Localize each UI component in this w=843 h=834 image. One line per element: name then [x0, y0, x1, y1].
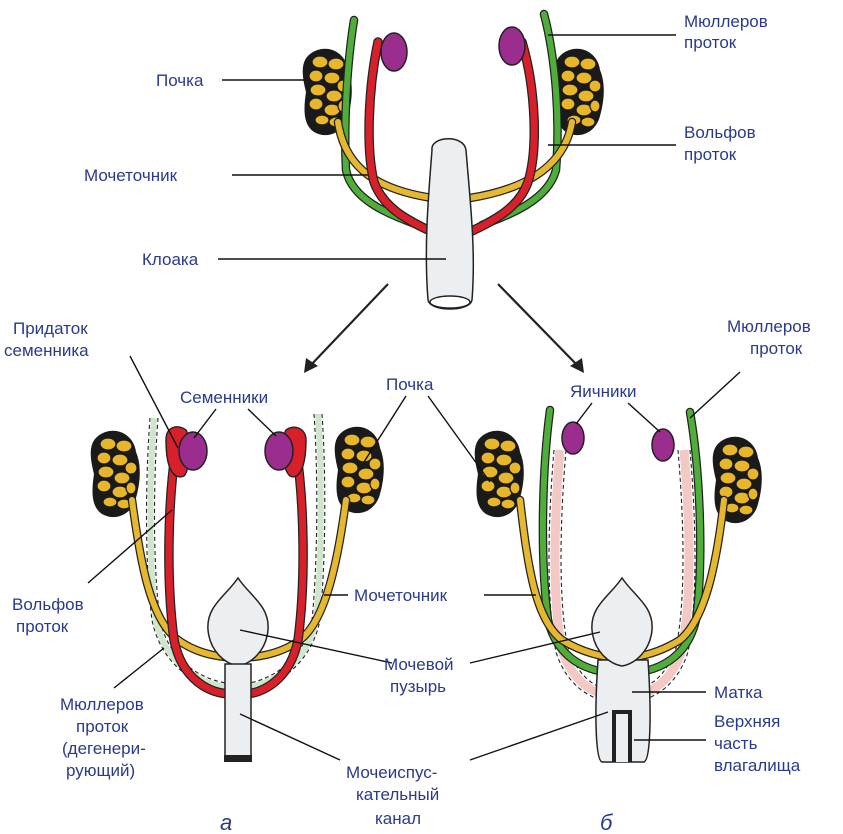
- male-testes-leader-left: [194, 409, 216, 438]
- shared-urethra-leader-female: [470, 712, 608, 760]
- shared-kidney-leader-male: [364, 396, 406, 462]
- male-muller-label-1: Мюллеров: [60, 695, 144, 714]
- male-muller-label-4: рующий): [66, 761, 135, 780]
- female-vagina-label-1: Верхняя: [714, 712, 780, 731]
- shared-urethra-label-3: канал: [375, 809, 421, 828]
- male-testes-leader-right: [248, 409, 276, 436]
- female-stage: [475, 372, 762, 762]
- female-bladder-icon: [592, 578, 652, 666]
- female-vagina-label-2: часть: [714, 734, 758, 753]
- male-muller-label-2: проток: [76, 717, 129, 736]
- female-ovary-right-icon: [652, 429, 674, 461]
- top-gonad-left-icon: [381, 33, 407, 71]
- top-cloaca-label: Клоака: [142, 250, 199, 269]
- male-testis-right-icon: [265, 432, 293, 470]
- top-kidney-right-icon: [555, 49, 604, 135]
- female-uterus-vagina-icon: [596, 660, 650, 762]
- female-muller-label-2: проток: [750, 339, 803, 358]
- male-epididymis-label-2: семенника: [4, 341, 89, 360]
- male-wolff-label-1: Вольфов: [12, 595, 84, 614]
- male-testes-label: Семенники: [180, 388, 268, 407]
- shared-ureter-label: Мочеточник: [354, 586, 448, 605]
- shared-kidney-label: Почка: [386, 375, 434, 394]
- male-epididymis-label-1: Придаток: [13, 319, 88, 338]
- male-muller-leader: [114, 648, 164, 688]
- male-testis-left-icon: [179, 432, 207, 470]
- top-kidney-label: Почка: [156, 71, 204, 90]
- top-indifferent-stage: [218, 14, 676, 309]
- top-muller-label-2: проток: [684, 33, 737, 52]
- top-wolff-label-1: Вольфов: [684, 123, 756, 142]
- cloaca-icon: [426, 139, 473, 309]
- female-ovaries-leader-right: [628, 403, 660, 432]
- male-muller-label-3: (дегенери-: [62, 739, 146, 758]
- arrow-to-female: [498, 284, 578, 366]
- female-vagina-label-3: влагалища: [714, 756, 801, 775]
- female-muller-leader: [690, 372, 740, 418]
- female-uterus-label: Матка: [714, 683, 763, 702]
- arrow-to-male: [310, 284, 388, 366]
- shared-urethra-leader-male: [240, 714, 340, 760]
- shared-urethra-label-1: Мочеиспус-: [346, 763, 437, 782]
- male-panel-letter: а: [220, 810, 232, 834]
- top-wolff-label-2: проток: [684, 145, 737, 164]
- female-ovaries-label: Яичники: [570, 382, 636, 401]
- male-wolff-label-2: проток: [16, 617, 69, 636]
- top-ureter-label: Мочеточник: [84, 166, 178, 185]
- female-ovaries-leader-left: [576, 403, 592, 424]
- shared-urethra-label-2: кательный: [356, 785, 439, 804]
- top-gonad-right-icon: [499, 27, 525, 65]
- male-wolff-leader: [88, 510, 172, 583]
- shared-bladder-label-1: Мочевой: [384, 655, 454, 674]
- shared-bladder-label-2: пузырь: [390, 677, 446, 696]
- top-muller-label-1: Мюллеров: [684, 12, 768, 31]
- female-panel-letter: б: [600, 810, 614, 834]
- female-muller-label-1: Мюллеров: [727, 317, 811, 336]
- female-ovary-left-icon: [562, 422, 584, 454]
- male-bladder-urethra-icon: [208, 578, 268, 762]
